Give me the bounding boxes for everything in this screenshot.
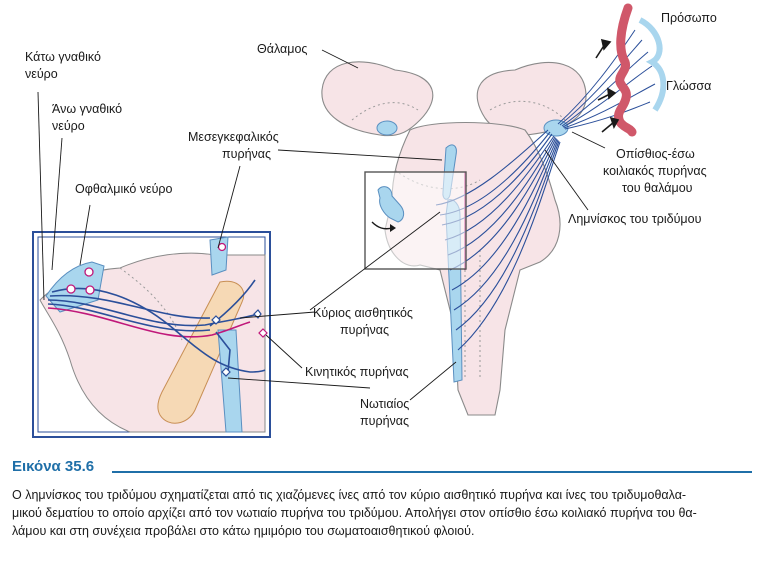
label-mesencephalic-nucleus-2: πυρήνας (222, 147, 272, 161)
label-mesencephalic-nucleus-1: Μεσεγκεφαλικός (188, 130, 279, 144)
trigeminal-pathway-diagram (32, 3, 667, 438)
caption-line-1: Ο λημνίσκος του τριδύμου σχηματίζεται απ… (12, 488, 687, 502)
label-maxillary-nerve-2: νεύρο (52, 119, 85, 133)
zoom-box-hand (377, 186, 405, 223)
label-thalamus: Θάλαμος (257, 42, 308, 56)
caption-line-2: μικού δεματίου το οποίο αρχίζει από τον … (12, 506, 697, 520)
inset-dots (119, 267, 183, 341)
inset-fibers (47, 279, 266, 373)
label-vpm-3: του θαλάμου (622, 181, 693, 195)
face-profile (614, 3, 637, 137)
zoom-box-arrowhead (390, 224, 396, 232)
thalamus-nucleus-left (376, 120, 398, 136)
label-vpm-2: κοιλιακός πυρήνας (603, 164, 707, 178)
label-ophthalmic-nerve: Οφθαλμικό νεύρο (75, 182, 173, 196)
label-spinal-nucleus-2: πυρήνας (360, 414, 410, 428)
label-mandibular-nerve-2: νεύρο (25, 67, 58, 81)
inset-synapse-stars (211, 309, 262, 377)
zoom-box (364, 171, 467, 270)
label-motor-nucleus: Κινητικός πυρήνας (305, 365, 409, 379)
label-vpm-1: Οπίσθιος-έσω (616, 147, 695, 161)
leader-lines (37, 49, 606, 401)
label-tongue: Γλώσσα (666, 79, 712, 93)
inset-cell-bodies (66, 242, 227, 295)
figure-caption: Ο λημνίσκος του τριδύμου σχηματίζεται απ… (12, 486, 767, 540)
label-principal-sensory-nucleus-1: Κύριος αισθητικός (313, 306, 413, 320)
caption-line-3: λάμου και στη συνέχεια προβάλει στο κάτω… (12, 524, 475, 538)
arrows-face (595, 38, 620, 133)
label-face: Πρόσωπο (661, 11, 717, 25)
figure-title: Εικόνα 35.6 (12, 458, 95, 475)
face-shade (638, 17, 667, 112)
figure-title-rule (112, 471, 752, 473)
label-principal-sensory-nucleus-2: πυρήνας (340, 323, 390, 337)
label-maxillary-nerve-1: Άνω γναθικό (52, 102, 123, 116)
label-mandibular-nerve-1: Κάτω γναθικό (25, 50, 101, 64)
motor-nucleus-mark (258, 328, 268, 338)
label-spinal-nucleus-1: Νωτιαίος (360, 397, 410, 411)
label-trigeminal-lemniscus: Λημνίσκος του τριδύμου (568, 212, 702, 226)
